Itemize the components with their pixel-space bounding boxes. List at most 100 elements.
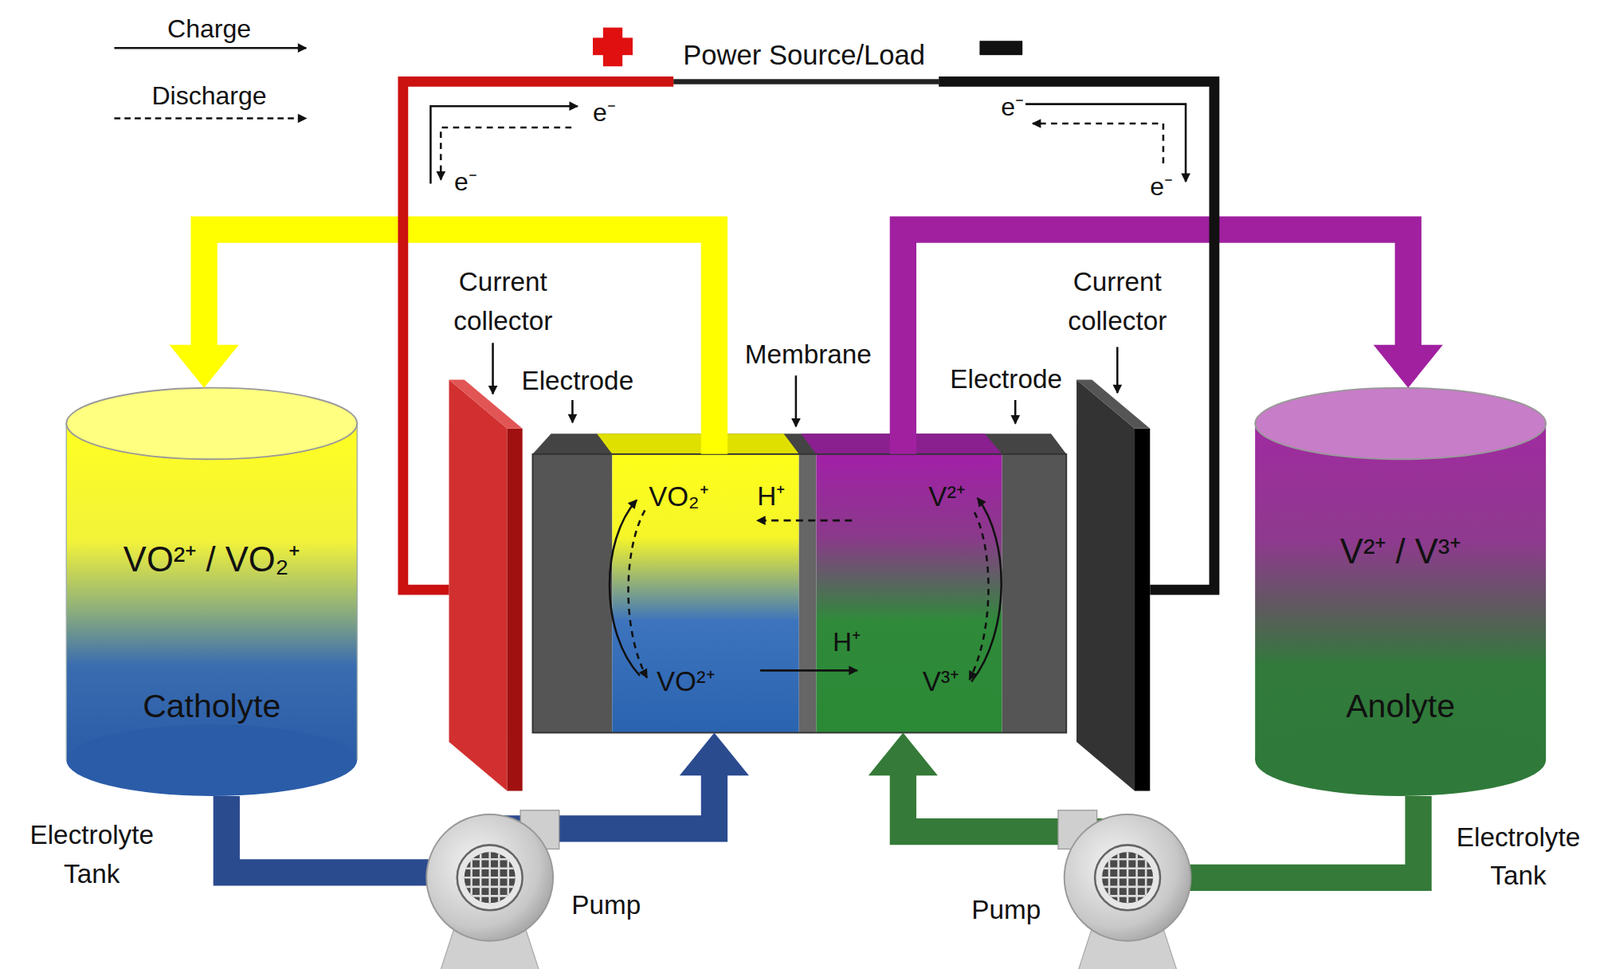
anolyte-tank <box>1254 388 1546 797</box>
node-text: Anolyte <box>1345 686 1455 726</box>
part-label: Electrode <box>949 363 1063 396</box>
anolyte-tank <box>1254 423 1546 761</box>
catholyte-tank <box>66 423 357 761</box>
anolyte-tank <box>1254 388 1546 460</box>
pump <box>498 853 501 902</box>
legend-samples <box>113 47 306 118</box>
node-text: V³⁺ <box>922 665 960 699</box>
current-collector-plates <box>448 379 1150 791</box>
pump-symbols <box>426 810 1191 969</box>
legend-text: Charge <box>167 13 251 44</box>
current-collector-plates <box>448 379 507 791</box>
external-wires <box>938 81 1215 590</box>
electrolyte-pipe <box>679 732 750 776</box>
redox-arrows <box>609 498 1002 683</box>
power-source-label: Power Source/Load <box>682 38 926 71</box>
electrolyte-pipe <box>902 229 1443 455</box>
cell-stack <box>1002 454 1067 734</box>
node-text: V²⁺ <box>928 480 965 514</box>
external-wires <box>403 81 674 590</box>
electrolyte-pipe <box>169 345 240 389</box>
catholyte-tank-node: VO²⁺ / VO₂⁺ Catholyte <box>66 388 357 797</box>
legend-samples <box>113 117 306 120</box>
current-collector-plates <box>1134 428 1150 792</box>
current-collector-plates <box>506 428 522 792</box>
electron-arrows <box>430 104 1186 185</box>
ion-label: H⁺ <box>832 627 862 659</box>
part-label: Current collector <box>1040 262 1194 341</box>
node-text: V²⁺ / V³⁺ <box>1340 529 1462 572</box>
ion-label: H⁺ <box>756 481 786 514</box>
anolyte-tank <box>1254 724 1546 797</box>
redox-arrows <box>971 498 1002 683</box>
part-label: Pump <box>571 890 641 922</box>
cell-stack <box>596 433 800 455</box>
part-label: Pump <box>971 894 1041 926</box>
pump <box>426 814 553 942</box>
pump <box>1101 851 1153 903</box>
part-label: Current collector <box>426 262 580 341</box>
pump <box>466 886 514 889</box>
pump <box>426 810 559 969</box>
redox-arrows <box>760 669 858 672</box>
part-label: Membrane <box>745 339 872 372</box>
pump <box>464 851 516 903</box>
cell-stack <box>532 433 1067 733</box>
part-label: Electrolyte Tank <box>10 815 174 894</box>
electron-arrows <box>1032 123 1164 164</box>
cell-stack <box>532 433 1067 455</box>
electron-arrows <box>430 105 577 184</box>
leader-arrows <box>491 342 495 394</box>
pump <box>457 844 523 910</box>
electron-label: e⁻ <box>1000 90 1024 122</box>
terminal-symbols <box>979 40 1023 55</box>
node-text: Catholyte <box>142 686 281 726</box>
node-text: VO²⁺ <box>656 665 715 699</box>
cell-stack <box>532 454 612 734</box>
cell-stack <box>611 454 799 734</box>
electron-label: e⁻ <box>1149 170 1173 201</box>
leader-arrows <box>1116 346 1119 393</box>
pump <box>1135 853 1138 902</box>
electron-label: e⁻ <box>592 97 616 128</box>
redox-arrows <box>756 519 852 522</box>
pump <box>1094 844 1161 910</box>
leader-arrows <box>795 375 798 427</box>
pump <box>471 894 507 898</box>
catholyte-tank <box>66 388 357 460</box>
cell-stack <box>799 454 817 734</box>
catholyte-tank <box>66 724 357 797</box>
legend-text: Discharge <box>151 79 267 110</box>
legend-samples <box>113 47 306 50</box>
catholyte-tank <box>66 423 67 761</box>
catholyte-tank <box>356 423 358 761</box>
pump <box>506 859 510 895</box>
part-label: Electrolyte Tank <box>1442 818 1596 896</box>
external-wires <box>673 78 939 84</box>
node-text: VO₂⁺ <box>648 480 709 514</box>
electrolyte-pipe <box>203 229 714 455</box>
electron-label: e⁻ <box>454 166 477 197</box>
node-text: VO²⁺ / VO₂⁺ <box>123 538 301 581</box>
redox-arrows <box>628 509 648 678</box>
cell-stack <box>815 454 1002 734</box>
anolyte-tank-node: V²⁺ / V³⁺ Anolyte <box>1254 388 1546 797</box>
redox-arrows <box>609 500 640 676</box>
terminal-symbols <box>592 37 633 55</box>
pump <box>1109 894 1146 898</box>
pump <box>1145 859 1148 895</box>
pump <box>1058 810 1191 969</box>
catholyte-tank <box>66 388 357 797</box>
current-collector-plates <box>1076 379 1135 791</box>
pump <box>1064 814 1192 942</box>
redox-arrows <box>969 512 989 680</box>
current-collector-plates <box>448 379 522 428</box>
current-collector-plates <box>1076 379 1150 428</box>
electrolyte-pipe <box>868 732 938 776</box>
anolyte-half-cell: V²⁺ V³⁺ <box>815 454 1002 734</box>
electrolyte-pipe <box>169 229 715 455</box>
external-wires <box>403 81 1215 590</box>
